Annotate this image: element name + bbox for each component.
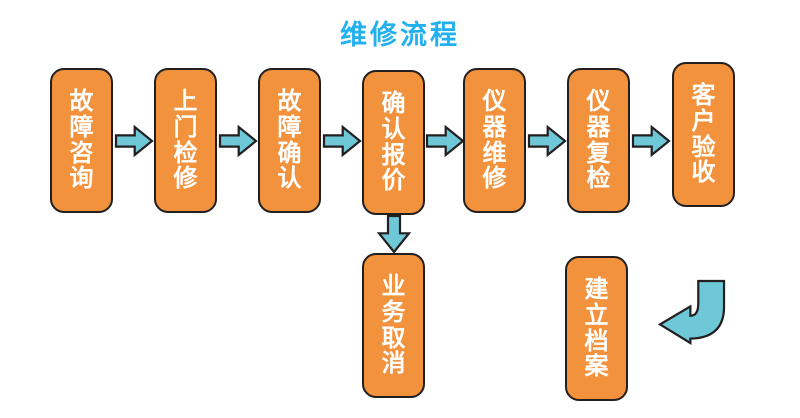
process-node-n4[interactable]: 确认报价 <box>362 70 425 215</box>
arrow-down-icon <box>376 214 412 254</box>
process-node-label: 客户验收 <box>691 80 716 187</box>
process-node-label: 上门检修 <box>173 86 198 193</box>
process-node-n2[interactable]: 上门检修 <box>154 68 217 213</box>
arrow-right-icon <box>218 124 258 158</box>
process-node-n9[interactable]: 建立档案 <box>565 256 628 401</box>
arrow-right-icon <box>425 124 465 158</box>
process-node-n8[interactable]: 业务取消 <box>362 253 425 398</box>
process-node-label: 确认报价 <box>381 88 406 195</box>
process-node-label: 业务取消 <box>381 271 406 378</box>
process-node-label: 故障确认 <box>277 86 302 193</box>
page-title: 维修流程 <box>340 20 460 51</box>
arrow-right-icon <box>631 124 671 158</box>
arrow-right-icon <box>322 124 362 158</box>
process-node-n7[interactable]: 客户验收 <box>672 62 735 207</box>
process-node-label: 故障咨询 <box>69 86 94 193</box>
process-node-label: 仪器维修 <box>482 86 507 193</box>
process-node-n5[interactable]: 仪器维修 <box>463 68 526 213</box>
process-node-n1[interactable]: 故障咨询 <box>50 68 113 213</box>
process-node-n3[interactable]: 故障确认 <box>258 68 321 213</box>
process-node-label: 仪器复检 <box>586 86 611 193</box>
arrow-curved-left-icon <box>657 279 726 345</box>
arrow-right-icon <box>114 124 154 158</box>
arrow-right-icon <box>527 124 567 158</box>
process-node-label: 建立档案 <box>584 274 609 381</box>
process-node-n6[interactable]: 仪器复检 <box>567 68 630 213</box>
